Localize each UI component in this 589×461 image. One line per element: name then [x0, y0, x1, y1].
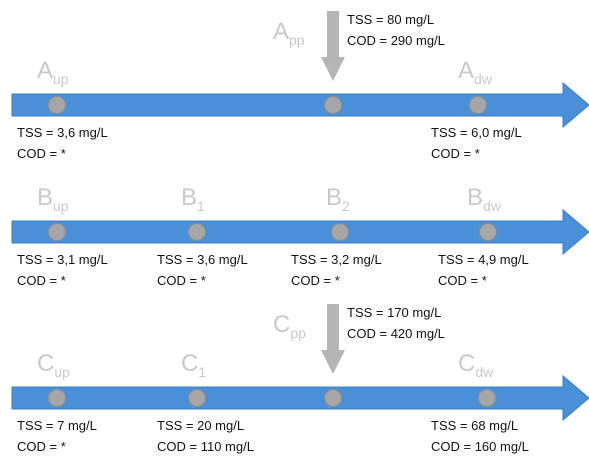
inflow-value: TSS = 80 mg/L — [347, 12, 434, 27]
measurement-value: TSS = 3,1 mg/L — [17, 252, 108, 267]
sampling-node — [469, 96, 487, 114]
measurement-value: COD = * — [438, 273, 487, 288]
measurement-value: COD = * — [17, 273, 66, 288]
measurement-value: TSS = 4,9 mg/L — [438, 252, 529, 267]
point-label: App — [273, 18, 305, 48]
sampling-node — [48, 96, 66, 114]
point-label-sub: dw — [474, 71, 493, 87]
point-label-main: C — [273, 311, 290, 338]
inflow-arrow-icon — [321, 11, 345, 81]
measurement-value: COD = * — [17, 146, 66, 161]
point-label-main: A — [273, 18, 289, 45]
sampling-point-C_pp: TSS = 170 mg/L COD = 420 mg/L Cpp — [273, 304, 445, 407]
point-label-sub: 1 — [197, 198, 205, 214]
inflow-value: COD = 420 mg/L — [347, 326, 445, 341]
point-label-main: B — [37, 184, 53, 211]
measurement-value: COD = * — [157, 273, 206, 288]
river-A-arrow — [11, 81, 589, 129]
river-C-arrow — [11, 374, 589, 422]
point-label-sub: up — [54, 364, 70, 380]
point-label-main: B — [467, 184, 483, 211]
point-label: B2 — [326, 184, 350, 214]
measurement-value: COD = * — [291, 273, 340, 288]
point-label: Cpp — [273, 311, 306, 341]
point-label-main: B — [181, 184, 197, 211]
point-label: Cdw — [458, 350, 494, 380]
sampling-node — [331, 223, 349, 241]
sampling-node — [48, 389, 66, 407]
point-label: Aup — [37, 57, 69, 87]
sampling-node — [48, 223, 66, 241]
measurement-value: TSS = 6,0 mg/L — [431, 125, 522, 140]
inflow-arrow-icon — [321, 304, 345, 374]
point-label: B1 — [181, 184, 205, 214]
measurement-value: TSS = 7 mg/L — [17, 418, 97, 433]
point-label-main: B — [326, 184, 342, 211]
point-label-main: C — [37, 350, 54, 377]
measurement-value: COD = * — [17, 439, 66, 454]
measurement-value: COD = * — [431, 146, 480, 161]
river-B-arrow — [11, 208, 589, 256]
sampling-node — [324, 96, 342, 114]
point-label-sub: pp — [289, 32, 305, 48]
inflow-value: TSS = 170 mg/L — [347, 305, 441, 320]
measurement-value: TSS = 3,6 mg/L — [157, 252, 248, 267]
point-label-sub: dw — [475, 364, 494, 380]
point-label: Bup — [37, 184, 69, 214]
measurement-value: TSS = 3,2 mg/L — [291, 252, 382, 267]
measurement-value: TSS = 3,6 mg/L — [17, 125, 108, 140]
sampling-node — [478, 389, 496, 407]
point-label: C1 — [181, 350, 206, 380]
measurement-value: TSS = 20 mg/L — [157, 418, 244, 433]
point-label-main: A — [37, 57, 53, 84]
point-label-main: A — [458, 57, 474, 84]
point-label: Bdw — [467, 184, 502, 214]
point-label-sub: pp — [290, 325, 306, 341]
point-label-main: C — [181, 350, 198, 377]
point-label-sub: dw — [483, 198, 502, 214]
sampling-node — [188, 389, 206, 407]
sampling-node — [188, 223, 206, 241]
inflow-value: COD = 290 mg/L — [347, 33, 445, 48]
point-label-main: C — [458, 350, 475, 377]
point-label-sub: 1 — [198, 364, 206, 380]
sampling-node — [324, 389, 342, 407]
point-label: Cup — [37, 350, 70, 380]
point-label-sub: up — [53, 71, 69, 87]
measurement-value: COD = 110 mg/L — [157, 439, 254, 454]
point-label-sub: 2 — [342, 198, 350, 214]
measurement-value: COD = 160 mg/L — [431, 439, 529, 454]
sampling-node — [479, 223, 497, 241]
sampling-point-A_pp: TSS = 80 mg/L COD = 290 mg/L App — [273, 11, 445, 114]
measurement-value: TSS = 68 mg/L — [431, 418, 518, 433]
point-label-sub: up — [53, 198, 69, 214]
point-label: Adw — [458, 57, 493, 87]
